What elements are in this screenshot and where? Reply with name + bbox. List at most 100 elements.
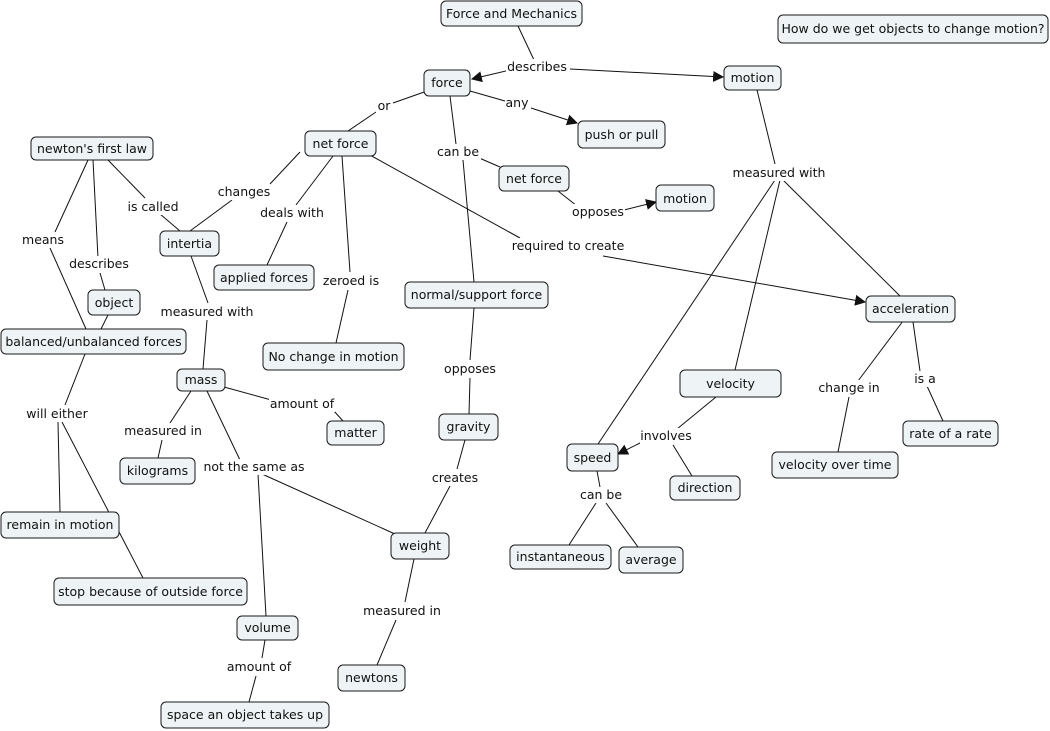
concept-label: mass <box>185 372 218 387</box>
concept-label: balanced/unbalanced forces <box>5 334 181 349</box>
concept-label: speed <box>574 450 612 465</box>
link-label-amount-of-space: amount of <box>227 659 292 674</box>
link-label: is a <box>912 371 938 387</box>
concept-label: force <box>431 75 463 90</box>
concept-motion-2[interactable]: motion <box>655 184 715 212</box>
concept-push-or-pull[interactable]: push or pull <box>577 120 666 149</box>
link-label: is called <box>127 199 181 215</box>
concept-newtons[interactable]: newtons <box>337 664 406 692</box>
link-label-zeroed-is: zeroed is <box>323 273 379 288</box>
concept-label: net force <box>506 171 562 186</box>
concept-label: stop because of outside force <box>58 584 243 599</box>
link-label-opposes: opposes <box>572 204 624 219</box>
concept-label: motion <box>731 70 775 85</box>
link-label: opposes <box>571 204 625 220</box>
link-label-any: any <box>506 95 530 110</box>
concept-applied-forces[interactable]: applied forces <box>213 264 315 291</box>
concept-matter[interactable]: matter <box>326 420 385 446</box>
link-label: required to create <box>512 238 625 254</box>
concept-label: object <box>95 295 134 310</box>
link-label: amount of <box>225 659 293 675</box>
concept-instantaneous[interactable]: instantaneous <box>509 544 612 570</box>
concept-balanced-unbalanced-forces[interactable]: balanced/unbalanced forces <box>0 328 187 355</box>
link-label-involves: involves <box>640 428 692 443</box>
concept-label: average <box>625 552 676 567</box>
concept-motion[interactable]: motion <box>723 65 782 91</box>
link-label: describes <box>506 59 568 75</box>
concept-remain-in-motion[interactable]: remain in motion <box>0 511 120 539</box>
link-label-change-in: change in <box>818 380 879 395</box>
link-label-opposes-normal: opposes <box>444 361 496 376</box>
link-label: can be <box>437 144 481 160</box>
link-label: change in <box>818 380 880 396</box>
concept-net-force[interactable]: net force <box>304 130 377 157</box>
concept-no-change-in-motion[interactable]: No change in motion <box>262 342 405 371</box>
link-label-can-be: can be <box>437 144 479 159</box>
link-label: will either <box>25 406 89 422</box>
concept-label: normal/support force <box>411 287 543 302</box>
concept-stop-because-of-outside-force[interactable]: stop because of outside force <box>53 577 248 606</box>
link-label-measured-with: measured with <box>733 165 826 180</box>
concept-intertia[interactable]: intertia <box>159 230 220 257</box>
concept-speed[interactable]: speed <box>566 443 619 472</box>
link-label-or: or <box>378 98 392 113</box>
concept-weight[interactable]: weight <box>390 532 450 560</box>
concept-velocity-over-time[interactable]: velocity over time <box>771 451 899 479</box>
concept-label: matter <box>334 425 377 440</box>
link-label-can-be-speed: can be <box>580 487 622 502</box>
concept-volume[interactable]: volume <box>236 615 299 641</box>
concept-label: acceleration <box>872 301 949 316</box>
concept-label: newton's first law <box>37 141 147 156</box>
concept-force[interactable]: force <box>423 69 471 97</box>
link-label-measured-in-newtons: measured in <box>363 603 441 618</box>
link-label: measured with <box>161 304 253 320</box>
concept-average[interactable]: average <box>618 546 684 574</box>
concept-question[interactable]: How do we get objects to change motion? <box>777 14 1049 44</box>
link-label: zeroed is <box>322 273 380 289</box>
concept-label: motion <box>663 191 707 206</box>
link-label: any <box>505 95 531 111</box>
link-label-required-to-create: required to create <box>512 238 625 253</box>
link-label: changes <box>218 184 271 200</box>
link-label-not-the-same-as: not the same as <box>203 459 304 474</box>
link-label-creates: creates <box>432 470 478 485</box>
concept-force-and-mechanics[interactable]: Force and Mechanics <box>440 0 583 27</box>
link-label-is-called: is called <box>127 199 178 214</box>
concept-label: space an object takes up <box>167 707 323 722</box>
link-label: amount of <box>269 396 335 412</box>
concept-kilograms[interactable]: kilograms <box>119 457 196 485</box>
concept-label: weight <box>399 538 441 553</box>
link-label-describes: describes <box>507 59 567 74</box>
concept-label: direction <box>678 480 733 495</box>
link-label: opposes <box>443 361 497 377</box>
concept-rate-of-a-rate[interactable]: rate of a rate <box>902 420 999 447</box>
link-label: deals with <box>260 205 324 221</box>
concept-net-force-2[interactable]: net force <box>498 165 570 192</box>
link-label-changes: changes <box>218 184 271 199</box>
concept-label: gravity <box>447 419 492 434</box>
concept-normal-support-force[interactable]: normal/support force <box>404 281 549 309</box>
link-label-is-a: is a <box>914 371 936 386</box>
concept-mass[interactable]: mass <box>176 368 226 392</box>
concept-velocity[interactable]: velocity <box>679 369 782 398</box>
concept-acceleration[interactable]: acceleration <box>865 295 956 323</box>
concept-label: remain in motion <box>7 517 114 532</box>
concept-label: applied forces <box>220 270 308 285</box>
link-label-measured-in-kg: measured in <box>124 423 202 438</box>
concept-label: newtons <box>345 670 398 685</box>
concept-direction[interactable]: direction <box>669 475 741 501</box>
concept-space-an-object-takes-up[interactable]: space an object takes up <box>160 701 330 729</box>
link-label: not the same as <box>202 459 306 475</box>
link-label: involves <box>640 428 694 444</box>
concept-label: push or pull <box>585 127 659 142</box>
concept-object[interactable]: object <box>87 289 141 316</box>
link-label: measured with <box>733 165 826 181</box>
link-label-will-either: will either <box>26 406 88 421</box>
concept-label: How do we get objects to change motion? <box>781 21 1044 36</box>
link-label: or <box>376 98 392 113</box>
concept-label: intertia <box>167 236 212 251</box>
link-label-means: means <box>22 232 64 247</box>
concept-newtons-first-law[interactable]: newton's first law <box>30 136 154 161</box>
concept-gravity[interactable]: gravity <box>438 413 499 441</box>
